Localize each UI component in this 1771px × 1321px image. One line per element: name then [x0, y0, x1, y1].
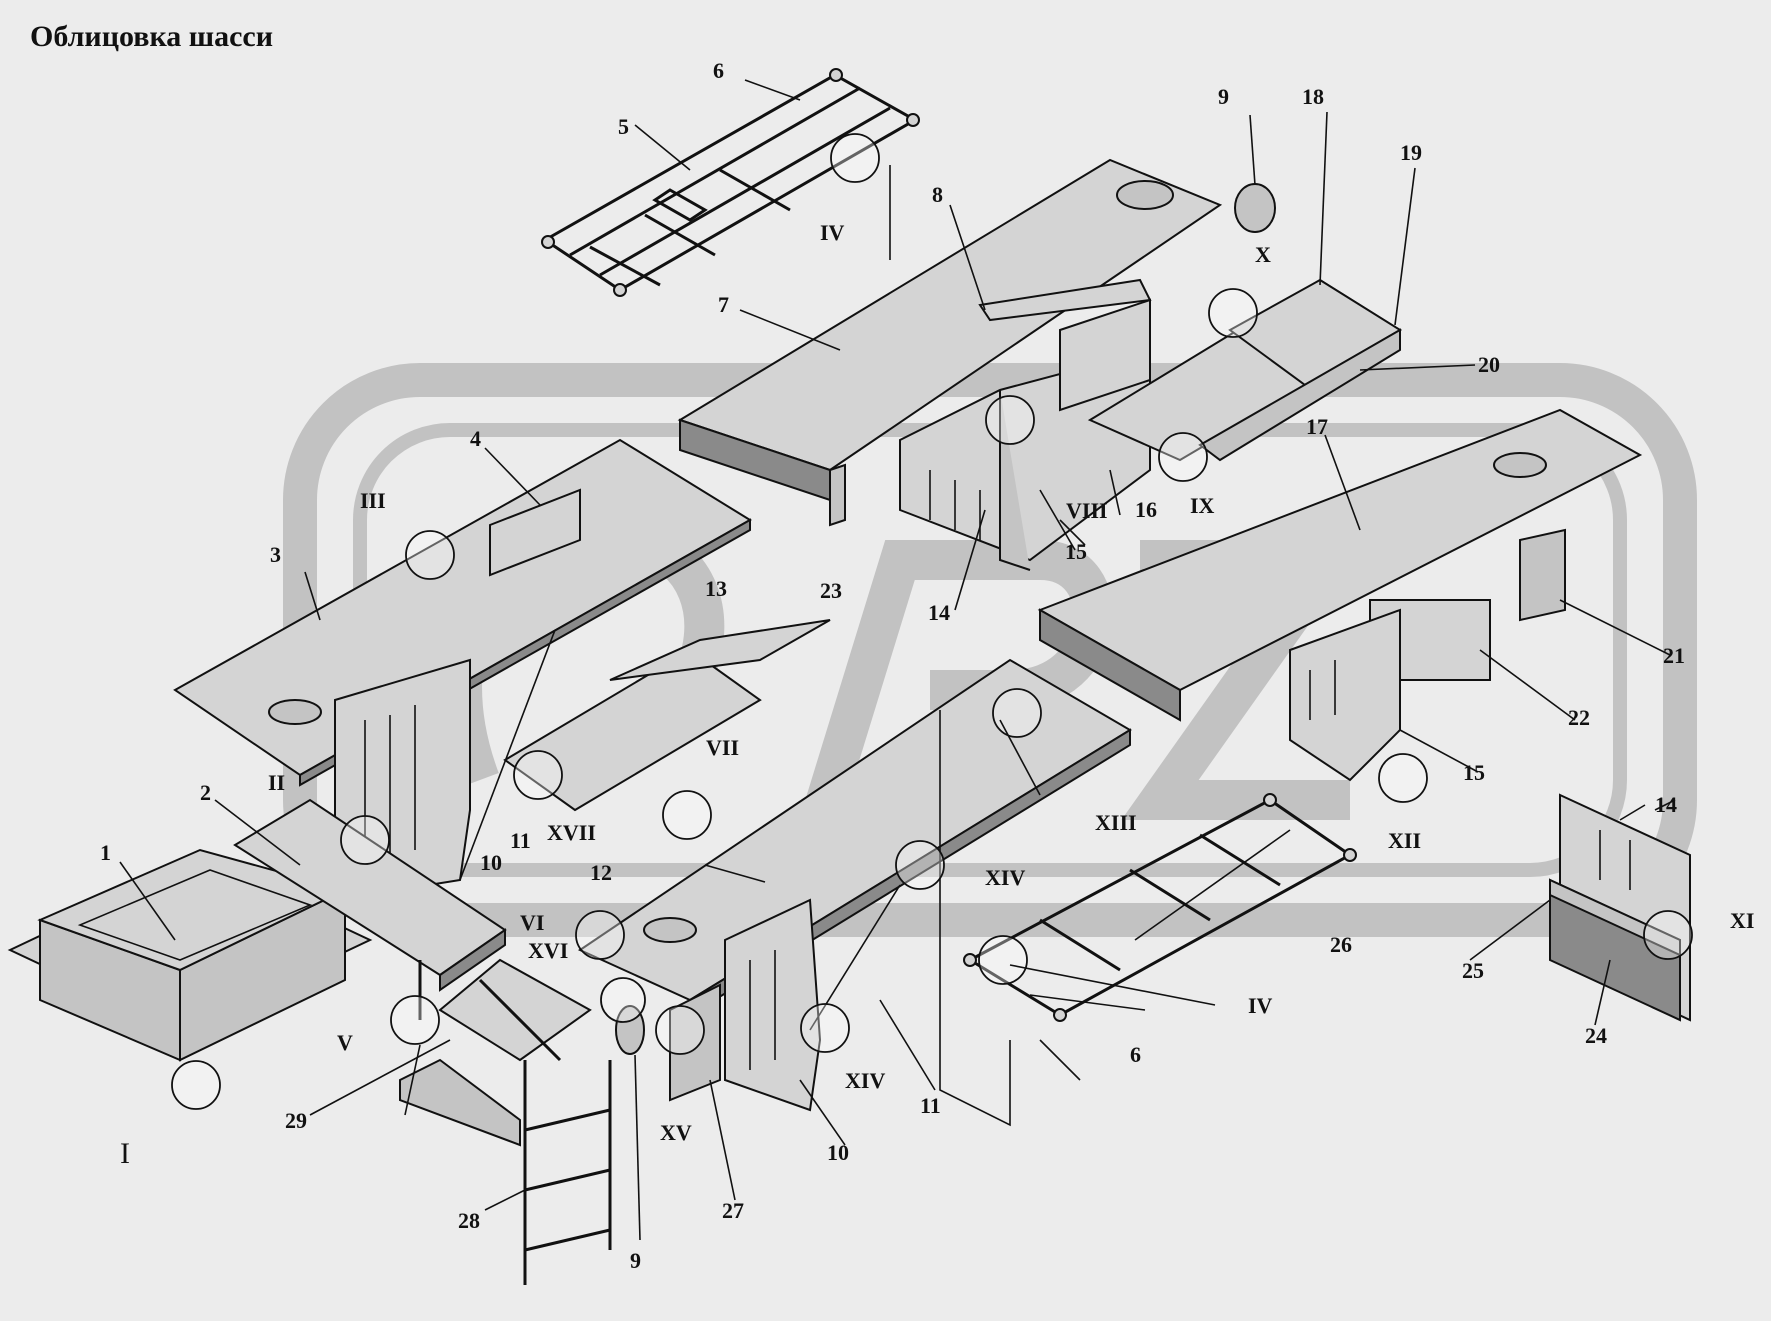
- label-roman-IX: IX: [1190, 493, 1215, 518]
- detail-circles: [171, 133, 1693, 1110]
- panel-18: [1087, 278, 1402, 462]
- disc-9: [1234, 183, 1276, 233]
- label-25: 25: [1462, 958, 1484, 983]
- label-22: 22: [1568, 705, 1590, 730]
- label-roman-XI: XI: [1730, 908, 1754, 933]
- label-roman-XIV-top: XIV: [985, 865, 1025, 890]
- label-6-bottom: 6: [1130, 1042, 1141, 1067]
- label-27: 27: [722, 1198, 744, 1223]
- battery-box-1: [7, 848, 373, 1062]
- label-19: 19: [1400, 140, 1422, 165]
- label-4: 4: [470, 426, 481, 451]
- label-2: 2: [200, 780, 211, 805]
- label-8: 8: [932, 182, 943, 207]
- label-10-right: 10: [827, 1140, 849, 1165]
- label-roman-III: III: [360, 488, 386, 513]
- label-9-bottom: 9: [630, 1248, 641, 1273]
- label-15-right: 15: [1463, 760, 1485, 785]
- mudguard-16: [899, 298, 1151, 571]
- label-roman-VII: VII: [706, 735, 739, 760]
- label-15-top: 15: [1065, 539, 1087, 564]
- step-ladder-28: [399, 958, 612, 1285]
- platform-17: [1037, 408, 1643, 722]
- label-3: 3: [270, 542, 281, 567]
- upper-ladder-frame: [541, 68, 920, 297]
- label-12: 12: [590, 860, 612, 885]
- lower-ladder-frame: [963, 793, 1357, 1022]
- label-24: 24: [1585, 1023, 1607, 1048]
- label-28: 28: [458, 1208, 480, 1233]
- label-23: 23: [820, 578, 842, 603]
- page-title: Облицовка шасси: [30, 20, 274, 53]
- toolbox-22: [1289, 599, 1491, 782]
- label-20: 20: [1478, 352, 1500, 377]
- label-roman-X: X: [1255, 242, 1271, 267]
- label-9-top: 9: [1218, 84, 1229, 109]
- mudflap-assembly-24: [1549, 793, 1691, 1022]
- label-roman-IV-bottom: IV: [1248, 993, 1273, 1018]
- label-18: 18: [1302, 84, 1324, 109]
- panel-7: [677, 158, 1223, 527]
- label-5: 5: [618, 114, 629, 139]
- label-6-top: 6: [713, 58, 724, 83]
- label-1: 1: [100, 840, 111, 865]
- rod-lower: [939, 710, 1011, 1127]
- label-11-left: 11: [510, 828, 531, 853]
- label-11-right: 11: [920, 1093, 941, 1118]
- label-14-mid: 14: [928, 600, 950, 625]
- label-16: 16: [1135, 497, 1157, 522]
- label-roman-I: I: [120, 1137, 130, 1170]
- label-roman-XVI: XVI: [528, 938, 568, 963]
- label-roman-XIV-bottom: XIV: [845, 1068, 885, 1093]
- label-10-left: 10: [480, 850, 502, 875]
- label-13: 13: [705, 576, 727, 601]
- label-roman-IV-top: IV: [820, 220, 845, 245]
- label-29: 29: [285, 1108, 307, 1133]
- label-roman-XII: XII: [1388, 828, 1421, 853]
- step-panel-2: [233, 798, 507, 992]
- label-roman-V: V: [337, 1030, 353, 1055]
- label-roman-II: II: [268, 770, 285, 795]
- label-roman-VIII: VIII: [1066, 498, 1108, 523]
- mudguard-10-right: [669, 884, 901, 1112]
- label-14-right: 14: [1655, 792, 1677, 817]
- panel-13: [503, 619, 831, 812]
- label-17: 17: [1306, 414, 1328, 439]
- label-roman-XV: XV: [660, 1120, 692, 1145]
- leader-lines: [119, 79, 1676, 1241]
- label-21: 21: [1663, 643, 1685, 668]
- part-labels: 1 2 3 4 5 6 7 8 9 18 19 20 17 16 15 14 1…: [100, 58, 1754, 1273]
- label-26: 26: [1330, 932, 1352, 957]
- label-roman-XIII: XIII: [1095, 810, 1137, 835]
- plate-21: [1519, 528, 1566, 622]
- label-roman-XVII: XVII: [547, 820, 596, 845]
- label-7: 7: [718, 292, 729, 317]
- label-roman-VI: VI: [520, 910, 544, 935]
